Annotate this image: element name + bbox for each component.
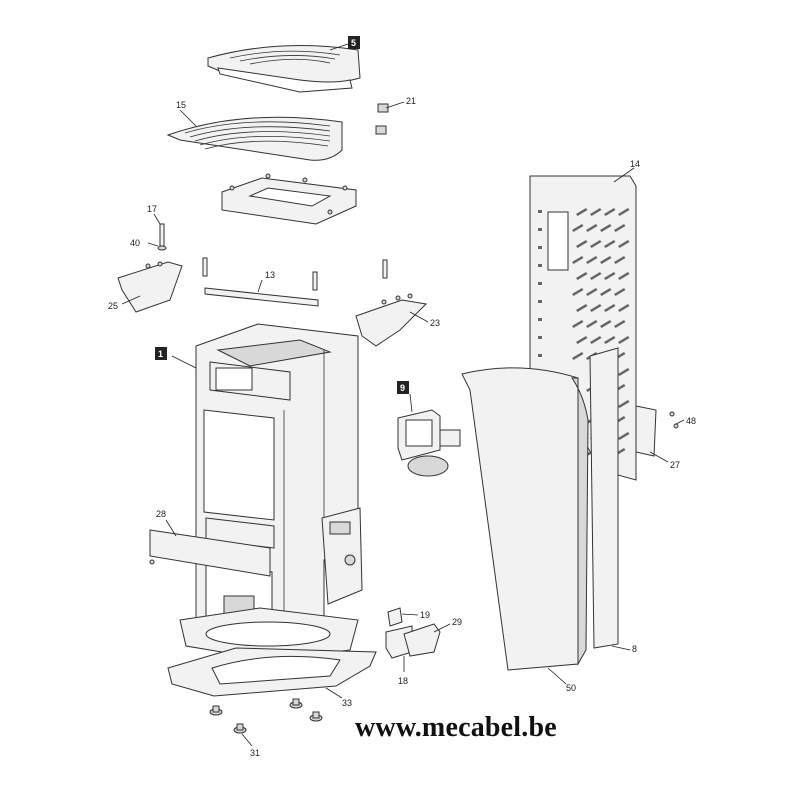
callout-box-9: 9 [397,381,409,394]
vent-slot [538,336,542,339]
vent-slot [538,264,542,267]
callout-13: 13 [265,270,275,280]
callout-40: 40 [130,238,140,248]
vent-slot [604,272,616,280]
vent-slot [618,432,630,440]
callout-17: 17 [147,204,157,214]
callout-31: 31 [250,748,260,758]
vent-slot [572,224,584,232]
part-17-sensor [157,223,167,251]
vent-slot [572,288,584,296]
part-31-feet [209,698,323,734]
base-plate [179,607,359,661]
vent-slot [604,208,616,216]
vent-slot [576,240,588,248]
vent-slot [590,208,602,216]
callout-33: 33 [342,698,352,708]
vent-slot [590,272,602,280]
vent-slot [618,272,630,280]
control-panel [321,507,363,605]
callout-48: 48 [686,416,696,426]
vent-slot [604,304,616,312]
vent-slot [614,256,626,264]
callout-21: 21 [406,96,416,106]
svg-text:1: 1 [158,349,163,359]
watermark-url: www.mecabel.be [355,712,557,743]
callout-50: 50 [566,683,576,693]
vent-slot [618,240,630,248]
vent-slot [576,336,588,344]
callout-19: 19 [420,610,430,620]
vent-slot [576,208,588,216]
vent-slot [538,228,542,231]
vent-slot [538,300,542,303]
callout-14: 14 [630,159,640,169]
vent-slot [572,320,584,328]
callout-23: 23 [430,318,440,328]
callout-29: 29 [452,617,462,627]
svg-text:9: 9 [400,383,405,393]
part-21-clip [375,103,389,135]
callout-15: 15 [176,100,186,110]
top-frame-plate [221,173,357,225]
part-48-screws [669,411,679,429]
vent-slot [586,256,598,264]
vent-slot [538,282,542,285]
vent-slot [590,336,602,344]
vent-slot [590,304,602,312]
vent-slot [618,336,630,344]
vent-slot [538,246,542,249]
callout-18: 18 [398,676,408,686]
vent-slot [600,288,612,296]
part-9-fan [397,409,461,477]
part-23-right-bracket [355,293,428,347]
vent-slot [600,256,612,264]
part-15-grille-cover [166,116,343,161]
vent-slot [604,240,616,248]
vent-slot [538,354,542,357]
part-5-top-cover [207,45,361,93]
vent-slot [572,352,584,360]
part-33-tray [167,647,377,697]
callout-box-5: 5 [348,36,360,49]
callout-8: 8 [632,644,637,654]
vent-slot [586,224,598,232]
part-13-rods [202,257,388,307]
svg-text:5: 5 [351,38,356,48]
part-29-bracket [403,623,441,657]
vent-slot [614,320,626,328]
vent-slot [600,224,612,232]
vent-slot [538,210,542,213]
vent-slot [586,288,598,296]
vent-slot [586,320,598,328]
vent-slot [590,240,602,248]
vent-slot [538,318,542,321]
vent-slot [604,336,616,344]
part-19-clip [387,607,403,627]
part-28-plate [149,529,271,577]
vent-slot [576,304,588,312]
callout-25: 25 [108,301,118,311]
part-8-side-panel [589,347,619,649]
callout-labels: 15 21 14 17 40 13 25 23 48 27 28 19 29 8… [108,96,696,758]
leader-lines [121,43,685,747]
vent-slot [618,208,630,216]
vent-slot [618,400,630,408]
vent-slot [614,224,626,232]
callout-box-1: 1 [155,347,167,360]
vent-slot [618,304,630,312]
part-27-side-strip [635,405,657,457]
vent-slot [618,368,630,376]
vent-slot [572,256,584,264]
part-25-left-bracket [117,261,183,313]
part-50-front-panel [461,367,589,671]
vent-slot [614,288,626,296]
callout-27: 27 [670,460,680,470]
vent-slot [600,320,612,328]
callout-28: 28 [156,509,166,519]
vent-slot [576,272,588,280]
